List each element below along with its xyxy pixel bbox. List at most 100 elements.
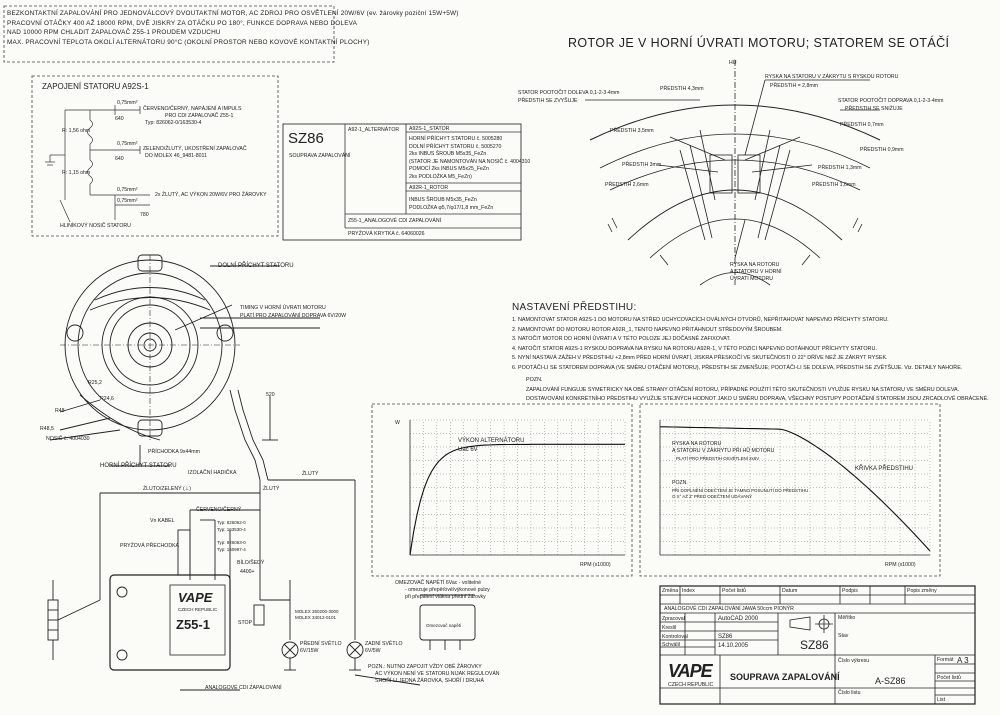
- parts-stator-lines: HORNÍ PŘÍCHYT STATORU č. 5005280 DOLNÍ P…: [409, 136, 530, 181]
- wiring-plati: PLATÍ PRO ZAPALOVÁNÍ DOPRAVA 6V/20W: [240, 313, 346, 319]
- tb-cell: Stav: [838, 633, 849, 639]
- parts-rotor-line: INBUS ŠROUB M5x35_FeZn: [409, 197, 477, 203]
- wiring-izol: IZOLAČNÍ HADIČKA: [188, 470, 237, 476]
- wiring-pozn3: SHOŘÍ-LI JEDNA ŽÁROVKA, SHOŘÍ I DRUHÁ: [375, 678, 484, 684]
- advance-curve: [660, 426, 931, 552]
- wiring-zluty2: ŽLUTÝ: [263, 486, 280, 492]
- main-title: ROTOR JE V HORNÍ ÚVRATI MOTORU; STATOREM…: [568, 36, 950, 50]
- rotor-p16: PŘEDSTIH 1,6mm: [812, 182, 856, 188]
- wiring-horni: HORNÍ PŘÍCHYT STATORU: [100, 463, 177, 469]
- parts-stator-line: DOLNÍ PŘÍCHYT STATORU č. 5005270: [409, 143, 502, 150]
- setup-line: 1. NAMONTOVAT STATOR A92S-1 DO MOTORU NA…: [512, 317, 889, 323]
- wiring-molex1: MOLEX 350200-3000: [295, 609, 339, 614]
- stator-label: R: 1,56 ohm: [62, 128, 91, 134]
- advance-poz: POZN.: [672, 480, 688, 486]
- wiring-predni2: 6V/15W: [300, 648, 319, 654]
- rotor-rysk2: PŘEDSTIH = 2,8mm: [770, 83, 818, 89]
- wiring-pryz: PRYŽOVÁ PŘECHODKA: [120, 543, 179, 549]
- tb-cell: Kontroloval: [662, 634, 688, 640]
- advance-note2: A STATORU V ZÁKRYTU PŘI HŮ MOTORU: [672, 448, 775, 454]
- tb-cell: Datum: [782, 588, 798, 594]
- wiring-dim520: 520: [266, 392, 275, 398]
- tb-cell: Číslo výkresu: [838, 658, 870, 664]
- wiring-timing: TIMING V HORNÍ ÚVRATI MOTORU: [240, 305, 326, 311]
- setup-poz: POZN.: [526, 377, 543, 383]
- wiring-zadni: ZADNÍ SVĚTLO: [365, 641, 403, 647]
- wiring-nosic: NOSIČ č. 4004030: [46, 436, 90, 442]
- top-note-4: MAX. PRACOVNÍ TEPLOTA OKOLÍ ALTERNÁTORU …: [7, 38, 370, 46]
- wiring-r485: R48,5: [40, 426, 54, 432]
- rotor-p43: PŘEDSTIH 4,3mm: [660, 86, 704, 92]
- tb-cell: Kreslil: [662, 625, 677, 631]
- parts-cdi: Z55-1_ANALOGOVÉ CDI ZAPALOVÁNÍ: [348, 218, 442, 224]
- tb-cell: Schválil: [662, 642, 680, 648]
- tb-cell: Číslo listu: [838, 690, 861, 696]
- wiring-molex2: MOLEX 34012-0101: [295, 615, 337, 620]
- rotor-p35: PŘEDSTIH 3,5mm: [610, 128, 654, 134]
- stator-label: 2x ŽLUTÝ, AC VÝKON 20W/6V PRO ŽÁROVKY: [155, 192, 267, 198]
- stator-label: 0,75mm²: [117, 100, 138, 106]
- rotor-stator-right: STATOR POOTOČIT DOPRAVA 0,1-2-3-4mm: [838, 98, 944, 104]
- wiring-bilo: BÍLO/ŠEDÝ: [237, 560, 265, 566]
- tb-cell: Popis změny: [907, 588, 937, 594]
- rotor-p3: PŘEDSTIH 3mm: [622, 162, 662, 168]
- stator-label: ČERVENO/ČERNÝ, NAPÁJENÍ A IMPULS: [143, 106, 242, 112]
- tb-cell: Formát: [937, 657, 954, 663]
- tb-cell: List: [937, 697, 946, 703]
- rotor-p13: PŘEDSTIH 1,3mm: [818, 165, 862, 171]
- wiring-dolni: DOLNÍ PŘÍCHYT STATORU: [218, 263, 294, 269]
- parts-caption: SOUPRAVA ZAPALOVÁNÍ: [289, 153, 351, 159]
- top-note-2: PRACOVNÍ OTÁČKY 400 AŽ 18000 RPM, DVĚ JI…: [7, 19, 358, 27]
- rotor-rysk-rotor3: ÚVRATI MOTORU: [730, 276, 774, 282]
- stator-label: R: 1,15 ohm: [62, 170, 91, 176]
- advance-chart: [659, 419, 931, 556]
- rotor-stator-left2: PŘEDSTIH SE ZVYŠUJE: [518, 98, 578, 104]
- advance-note3: PLATÍ PRO PŘEDSTIH OSVĚTLENÍ 2x6V: [676, 456, 760, 461]
- wiring-typ2: Typ: 163530-4: [217, 527, 246, 532]
- setup-title: NASTAVENÍ PŘEDSTIHU:: [512, 302, 637, 313]
- tb-code: SZ86: [800, 638, 829, 652]
- advance-poz3: O X° AŽ Z' PŘED ODEČTENÍ UDÁVANÝ: [672, 494, 753, 499]
- parts-rotor-head: A92R-1_ROTOR: [409, 185, 449, 191]
- rotor-rysk-rotor: RYSKA NA ROTORU: [730, 262, 780, 268]
- wiring-typ3: Typ: 826063-0: [217, 540, 246, 545]
- rotor-p07: PŘEDSTIH 0,7mm: [840, 122, 884, 128]
- tb-name: SOUPRAVA ZAPALOVÁNÍ: [730, 672, 840, 682]
- tb-cell: Změna: [662, 588, 679, 594]
- wiring-kod: 4400+: [240, 569, 255, 575]
- parts-stator-line: HORNÍ PŘÍCHYT STATORU č. 5005280: [409, 136, 503, 142]
- parts-stator-line: (STATOR JE NAMONTOVÁN NA NOSIČ č. 400431…: [409, 158, 531, 165]
- power-chart-ylabel: W: [395, 420, 400, 426]
- wiring-cerveno: ČERVENO/ČERNÝ: [196, 507, 242, 513]
- stator-label: 0,75mm²: [117, 187, 138, 193]
- wiring-zluto-zel: ŽLUTO/ZELENÝ (⊥): [143, 486, 191, 492]
- wiring-typ4: Typ: 160987-4: [217, 547, 246, 552]
- tb-cell: Index: [682, 588, 695, 594]
- tb-date: 14.10.2005: [718, 643, 749, 649]
- power-curve: [409, 443, 625, 556]
- tb-popis: ANALOGOVÉ CDI ZAPALOVÁNÍ JAWA 50ccm PION…: [664, 606, 794, 612]
- setup-line: 2. NAMONTOVAT DO MOTORU ROTOR A92R_1, TE…: [512, 326, 783, 333]
- rotor-p09: PŘEDSTIH 0,9mm: [860, 147, 904, 153]
- rotor-rysk: RYSKA NA STATORU V ZÁKRYTU S RYSKOU ROTO…: [765, 74, 899, 80]
- setup-list: 1. NAMONTOVAT STATOR A92S-1 DO MOTORU NA…: [512, 316, 989, 405]
- tb-brand: VAPE: [668, 661, 713, 681]
- stator-label: HLINÍKOVÝ NOSIČ STATORU: [60, 223, 131, 229]
- rotor-stator-left: STATOR POOTOČIT DOLEVA 0,1-2-3-4mm: [518, 90, 620, 96]
- stator-label: ZELENO/ŽLUTÝ, UKOSTŘENÍ ZAPALOVAČ: [143, 146, 247, 152]
- tb-drawing: A-SZ86: [875, 676, 906, 686]
- wiring-pozn2: AC VÝKON NENÍ VE STATORU NIJAK REGULOVÁN: [375, 671, 500, 677]
- wiring-pozn1: POZN.: NUTNO ZAPOJIT VŽDY OBĚ ŽÁROVKY: [368, 664, 482, 670]
- parts-code: SZ86: [288, 130, 324, 147]
- stator-label: 640: [115, 156, 124, 162]
- stator-label: PRO CDI ZAPALOVAČ Z55-1: [165, 113, 234, 119]
- tb-code-small: SZ86: [718, 634, 733, 640]
- parts-stator-line: POMOCÍ 2ks INBUS M5x25_FeZn: [409, 166, 489, 172]
- advance-chart-xlabel: RPM (x1000): [885, 562, 916, 568]
- top-note-1: BEZKONTAKTNÍ ZAPALOVÁNÍ PRO JEDNOVÁLCOVÝ…: [7, 10, 459, 17]
- parts-stator-line: 2ks INBUS ŠROUB M5x35_FeZn: [409, 151, 487, 157]
- setup-line: 3. NATOČIT MOTOR DO HORNÍ ÚVRATI A V TÉT…: [512, 336, 731, 342]
- parts-cdi-line: PRYŽOVÁ KRYTKA č. 64060026: [348, 231, 425, 237]
- stator-label: 0,75mm²: [117, 198, 138, 204]
- tb-cell: Počet listů: [722, 588, 746, 594]
